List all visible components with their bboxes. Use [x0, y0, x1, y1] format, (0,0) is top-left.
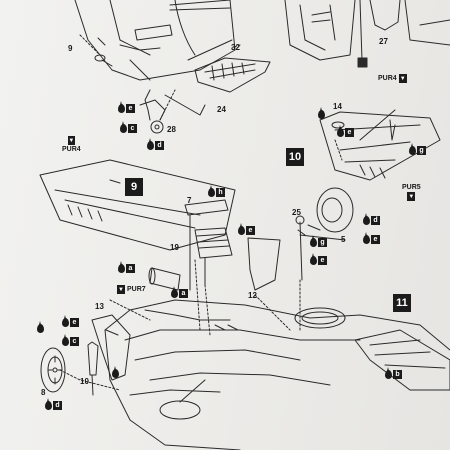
paint-callout: e	[118, 101, 135, 113]
paint-drop-icon	[385, 367, 392, 379]
pur4-top-label: PUR4▼	[378, 74, 407, 83]
pur7-label: ▼PUR7	[117, 285, 146, 294]
paint-drop-icon	[118, 261, 125, 273]
step-10-badge: 10	[286, 148, 304, 166]
paint-callout: e	[337, 125, 354, 137]
paint-callout: d	[45, 398, 62, 410]
paint-drop-icon	[62, 315, 69, 327]
part-28-label: 28	[167, 125, 176, 134]
pur5-label: PUR5▼	[402, 184, 421, 201]
pur4-left-label: ▼PUR4	[62, 136, 81, 153]
exhaust-cylinder	[148, 267, 181, 291]
leader-lines	[59, 34, 343, 391]
part-7-label: 7	[187, 196, 192, 205]
paint-drop-icon	[171, 286, 178, 298]
fuselage-side-right	[284, 0, 450, 68]
part-32-label: 32	[231, 43, 240, 52]
step-9-badge: 9	[125, 178, 143, 196]
paint-callout: h	[208, 185, 225, 197]
paint-drop-icon	[112, 366, 119, 378]
wing-left	[39, 159, 236, 251]
paint-drop-icon	[118, 101, 125, 113]
paint-callout: e	[238, 223, 255, 235]
part-19-label: 19	[170, 243, 179, 252]
part-8-label: 8	[41, 388, 46, 397]
part-24-label: 24	[217, 105, 226, 114]
paint-callout: d	[363, 213, 380, 225]
paint-drop-icon	[310, 235, 317, 247]
part-9-label: 9	[68, 44, 73, 53]
paint-drop-icon	[147, 138, 154, 150]
strut-cover	[91, 314, 131, 381]
paint-callout	[112, 366, 119, 378]
paint-callout: c	[62, 334, 79, 346]
paint-drop-icon	[208, 185, 215, 197]
wing-right	[319, 109, 441, 181]
part-5-label: 5	[341, 235, 346, 244]
propeller-spinner	[299, 187, 354, 241]
oleo-strut	[87, 341, 99, 396]
part-13-label: 13	[95, 302, 104, 311]
paint-drop-icon	[310, 253, 317, 265]
part-14-label: 14	[333, 102, 342, 111]
paint-drop-icon	[337, 125, 344, 137]
paint-drop-icon	[363, 232, 370, 244]
paint-callout: e	[363, 232, 380, 244]
paint-callout: c	[120, 121, 137, 133]
part-10-label: 10	[80, 377, 89, 386]
fuselage-bottom	[104, 299, 450, 450]
paint-callout: e	[62, 315, 79, 327]
paint-callout: e	[310, 253, 327, 265]
paint-drop-icon	[120, 121, 127, 133]
paint-callout: g	[310, 235, 327, 247]
paint-drop-icon	[37, 321, 44, 333]
paint-drop-icon	[318, 107, 325, 119]
paint-drop-icon	[62, 334, 69, 346]
fuselage-side-left	[74, 0, 236, 81]
paint-drop-icon	[45, 398, 52, 410]
paint-drop-icon	[238, 223, 245, 235]
paint-callout: d	[147, 138, 164, 150]
paint-callout	[37, 321, 44, 333]
paint-callout: a	[118, 261, 135, 273]
paint-drop-icon	[409, 143, 416, 155]
paint-callout	[318, 107, 325, 119]
paint-drop-icon	[363, 213, 370, 225]
tailplane-piece	[194, 57, 271, 93]
small-parts	[184, 199, 306, 291]
step-11-badge: 11	[393, 294, 411, 312]
part-25-label: 25	[292, 208, 301, 217]
main-wheel	[40, 347, 66, 393]
paint-callout: b	[385, 367, 402, 379]
part-12-label: 12	[248, 291, 257, 300]
part-27-label: 27	[379, 37, 388, 46]
paint-callout: g	[409, 143, 426, 155]
paint-callout: a	[171, 286, 188, 298]
